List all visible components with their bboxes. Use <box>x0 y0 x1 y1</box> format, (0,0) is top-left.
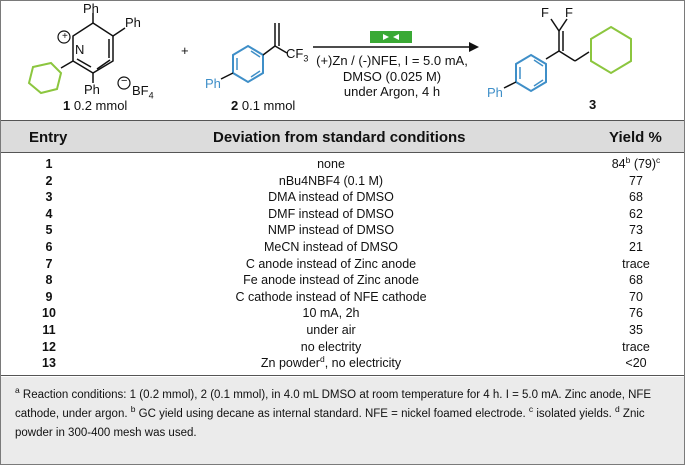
r1-n-atom: N <box>75 42 85 57</box>
product-f2: F <box>565 5 573 20</box>
table-row: 10 10 mA, 2h 76 <box>1 306 684 323</box>
deviation-cell: nBu4NBF4 (0.1 M) <box>278 173 384 188</box>
header-entry: Entry <box>29 129 68 146</box>
r1-ph-right: Ph <box>125 15 141 30</box>
r1-counterion: BF4 <box>132 83 154 101</box>
table-row: 3 DMA instead of DMSO 68 <box>1 190 684 207</box>
entry-cell: 2 <box>45 173 53 188</box>
table-row: 7 C anode instead of Zinc anode trace <box>1 257 684 274</box>
negative-charge-icon <box>117 76 131 90</box>
table-row: 6 MeCN instead of DMSO 21 <box>1 240 684 257</box>
table-body: 1 none 84b (79)c 2 nBu4NBF4 (0.1 M) 77 3… <box>1 155 684 373</box>
deviation-cell: Fe anode instead of Zinc anode <box>243 273 419 288</box>
r2-ph: Ph <box>205 76 221 91</box>
entry-cell: 8 <box>45 273 53 288</box>
plus-sign: + <box>181 43 189 58</box>
deviation-cell: no electrity <box>300 339 362 354</box>
yield-cell: 35 <box>629 322 643 337</box>
cyclohexyl-ring <box>27 61 63 95</box>
footnote-text: a Reaction conditions: 1 (0.2 mmol), 2 (… <box>15 385 652 439</box>
table-row: 1 none 84b (79)c <box>1 155 684 174</box>
deviation-cell: C anode instead of Zinc anode <box>245 256 417 271</box>
condition-line-2: DMSO (0.025 M) <box>342 68 442 84</box>
entry-cell: 11 <box>42 322 56 337</box>
yield-cell: 77 <box>629 173 643 188</box>
deviation-cell: NMP instead of DMSO <box>267 223 395 238</box>
deviation-cell: DMA instead of DMSO <box>268 190 394 205</box>
product-f1: F <box>541 5 549 20</box>
reaction-conditions: (+)Zn / (-)NFE, I = 5.0 mA, DMSO (0.025 … <box>297 53 487 100</box>
condition-line-1: (+)Zn / (-)NFE, I = 5.0 mA, <box>316 53 468 68</box>
header-deviation: Deviation from standard conditions <box>213 129 466 146</box>
entry-cell: 7 <box>45 256 53 271</box>
entry-cell: 13 <box>42 356 56 371</box>
deviation-cell: none <box>317 157 345 171</box>
r1-ph-top: Ph <box>83 1 99 16</box>
biphenyl-ring <box>220 44 264 84</box>
yield-cell: 70 <box>629 289 643 304</box>
entry-cell: 10 <box>42 306 56 321</box>
pyridinium-ring <box>60 13 126 83</box>
r2-cf3: CF3 <box>286 46 309 64</box>
product-skeleton <box>545 18 590 62</box>
yield-cell: trace <box>622 256 650 271</box>
entry-cell: 12 <box>42 339 56 354</box>
product-ph: Ph <box>487 85 503 100</box>
table-header: Entry Deviation from standard conditions… <box>1 120 684 153</box>
electrolysis-icon <box>370 31 412 43</box>
table-bottom-rule <box>1 375 684 376</box>
yield-cell: 84b (79)c <box>611 155 661 171</box>
condition-line-3: under Argon, 4 h <box>343 84 441 99</box>
entry-cell: 1 <box>45 157 53 171</box>
entry-cell: 4 <box>45 206 53 221</box>
yield-cell: <20 <box>625 356 647 371</box>
r1-minus: − <box>121 75 128 87</box>
product-biphenyl-ring <box>503 53 547 93</box>
deviation-cell: 10 mA, 2h <box>302 306 360 321</box>
reaction-scheme: Ph Ph + N Ph − BF4 1 0.2 mmol + Ph CF3 2… <box>1 1 684 118</box>
yield-cell: 68 <box>629 273 643 288</box>
table-row: 2 nBu4NBF4 (0.1 M) 77 <box>1 174 684 191</box>
deviation-cell: C cathode instead of NFE cathode <box>235 289 427 304</box>
r1-ph-bottom: Ph <box>84 82 100 97</box>
entry-cell: 6 <box>45 239 53 254</box>
table-row: 11 under air 35 <box>1 323 684 340</box>
yield-cell: 68 <box>629 190 643 205</box>
yield-cell: 21 <box>629 239 643 254</box>
yield-cell: 76 <box>629 306 643 321</box>
product-number: 3 <box>589 97 597 112</box>
r1-caption: 1 0.2 mmol <box>63 98 128 113</box>
yield-cell: 62 <box>629 206 643 221</box>
table-row: 4 DMF instead of DMSO 62 <box>1 207 684 224</box>
yield-cell: 73 <box>629 223 643 238</box>
deviation-cell: under air <box>306 322 356 337</box>
positive-charge-icon <box>57 30 71 44</box>
r2-caption: 2 0.1 mmol <box>231 98 296 113</box>
table-row: 5 NMP instead of DMSO 73 <box>1 223 684 240</box>
footnotes: a Reaction conditions: 1 (0.2 mmol), 2 (… <box>1 377 684 464</box>
scheme-drawing <box>27 13 632 95</box>
deviation-cell: DMF instead of DMSO <box>268 206 394 221</box>
entry-cell: 3 <box>45 190 53 205</box>
entry-cell: 9 <box>45 289 53 304</box>
table-row: 8 Fe anode instead of Zinc anode 68 <box>1 273 684 290</box>
r1-plus: + <box>62 31 68 42</box>
deviation-cell: Zn powderd, no electricity <box>260 354 402 371</box>
table-row: 12 no electrity trace <box>1 340 684 357</box>
product-cyclohexyl-ring <box>590 25 632 75</box>
table-row: 13 Zn powderd, no electricity <20 <box>1 354 684 373</box>
entry-cell: 5 <box>45 223 53 238</box>
reaction-arrowhead <box>469 42 479 52</box>
header-yield: Yield % <box>609 129 662 146</box>
deviation-cell: MeCN instead of DMSO <box>263 239 399 254</box>
yield-cell: trace <box>622 339 650 354</box>
trifluoromethyl-alkene <box>262 23 288 56</box>
table-row: 9 C cathode instead of NFE cathode 70 <box>1 290 684 307</box>
